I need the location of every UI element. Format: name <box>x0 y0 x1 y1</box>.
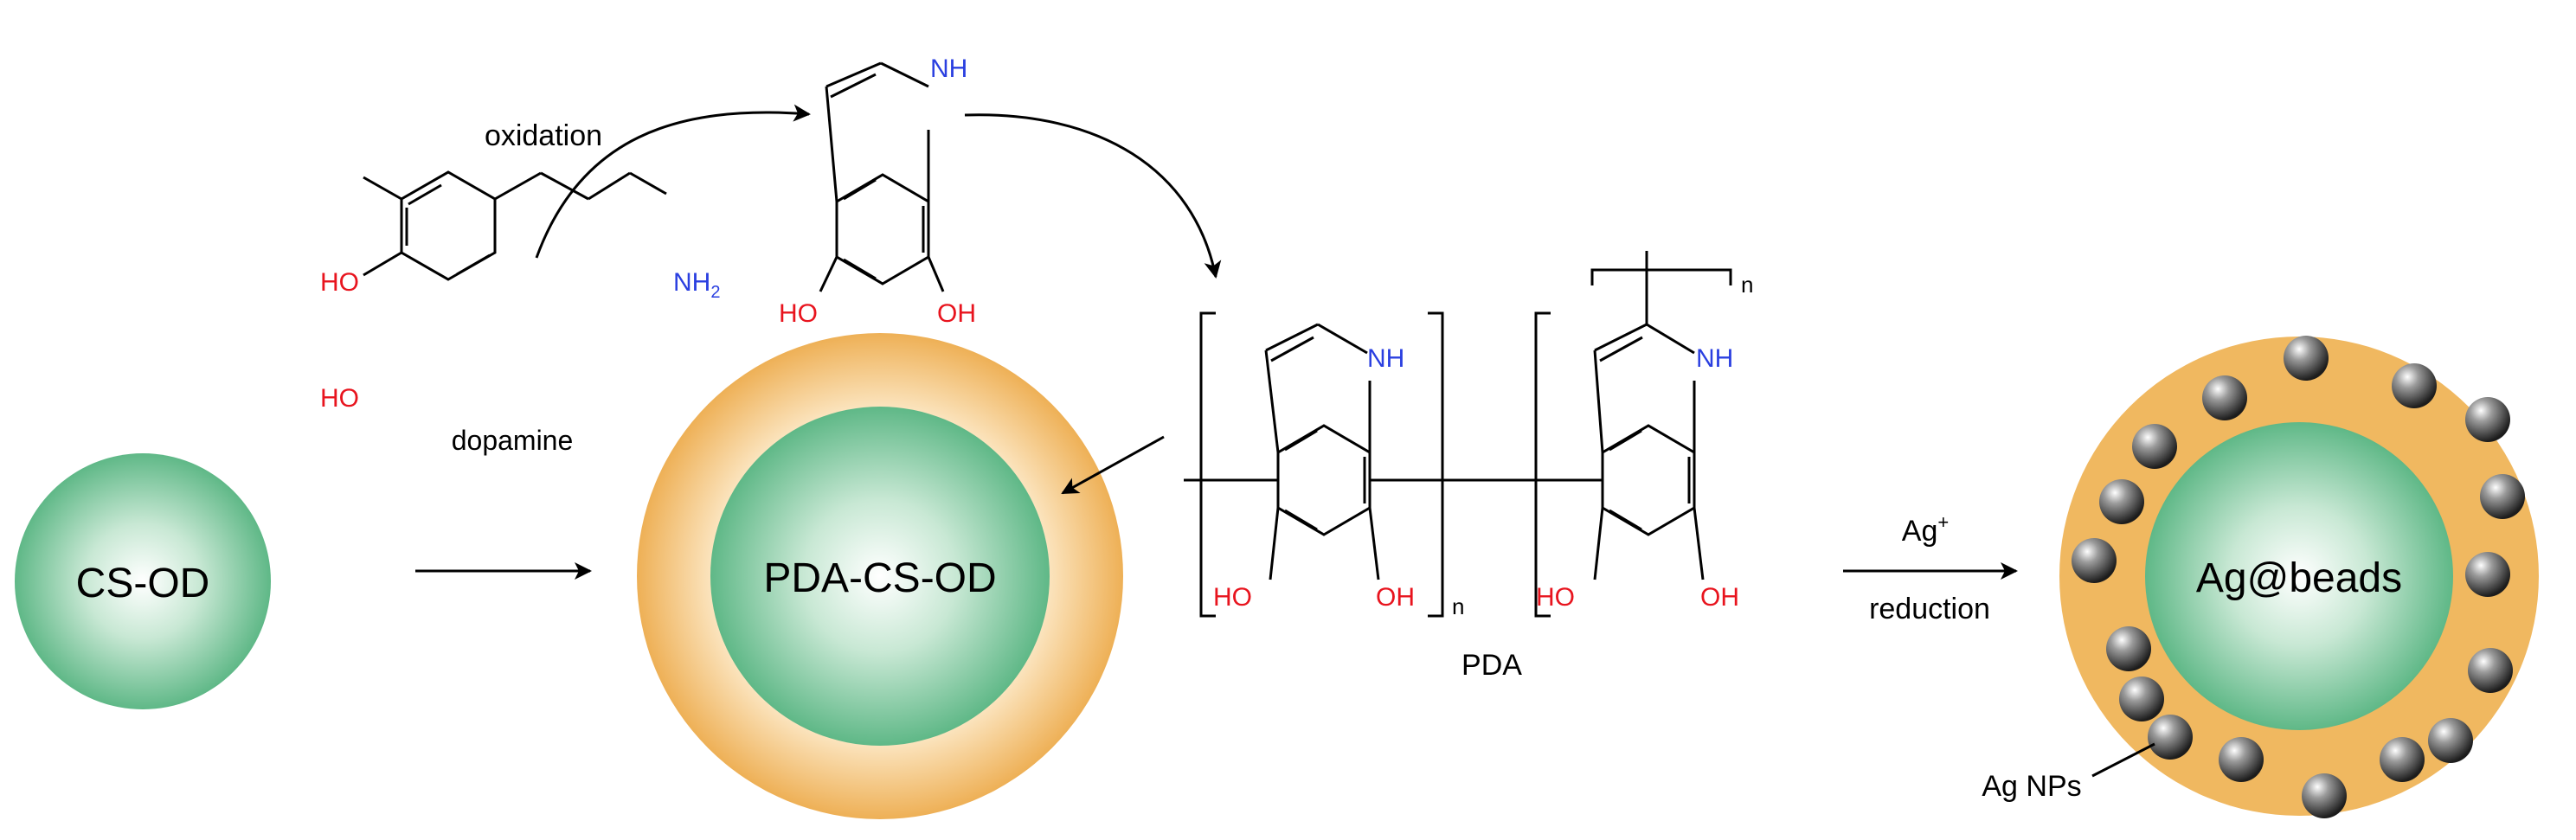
pda-unit1-oh: OH <box>1376 583 1415 612</box>
ag-nanoparticle <box>2284 336 2329 381</box>
ag-nanoparticle <box>2468 648 2513 693</box>
dhi-nh: NH <box>930 55 967 83</box>
ag-nanoparticle <box>2465 552 2510 597</box>
pda-unit-2 <box>1542 251 1705 580</box>
pda-unit2-ho: HO <box>1536 583 1575 612</box>
pda-unit-1 <box>1184 323 1542 580</box>
ag-nanoparticle <box>2219 737 2264 782</box>
ag-nanoparticle <box>2119 676 2164 721</box>
pda-unit1-n: n <box>1452 593 1464 619</box>
oxidation-label: oxidation <box>485 119 602 152</box>
ag-nanoparticle <box>2392 363 2437 408</box>
pda-unit2-nh: NH <box>1696 344 1733 373</box>
ag-nanoparticle <box>2099 479 2144 524</box>
pda-cs-od-label: PDA-CS-OD <box>763 555 996 601</box>
ag-nanoparticle <box>2072 538 2117 583</box>
pda-unit2-n: n <box>1741 272 1753 298</box>
ag-nanoparticle <box>2148 715 2193 760</box>
ag-beads-bead: Ag@beads <box>2059 336 2539 818</box>
ag-nanoparticle <box>2106 626 2151 671</box>
polymerization-arrow <box>964 113 1222 279</box>
ag-nanoparticles <box>2072 336 2525 818</box>
dhi-ho: HO <box>779 299 818 328</box>
dopamine-molecule <box>363 170 667 281</box>
reduction-label: reduction <box>1869 593 1990 625</box>
ag-nanoparticle <box>2465 397 2510 442</box>
pda-cs-od-core <box>710 407 1050 746</box>
ag-nanoparticle <box>2302 773 2347 818</box>
ag-core <box>2145 422 2453 730</box>
pda-brackets-1 <box>1199 311 1444 618</box>
pda-unit1-ho: HO <box>1213 583 1252 612</box>
dihydroxyindole-molecule <box>819 61 945 292</box>
cs-od-bead: CS-OD <box>15 453 271 709</box>
ag-beads-label: Ag@beads <box>2196 555 2402 601</box>
ag-nps-label: Ag NPs <box>1982 770 2081 803</box>
pda-cs-od-bead: PDA-CS-OD <box>637 333 1123 819</box>
ag-nanoparticle <box>2428 718 2473 763</box>
dopamine-name: dopamine <box>452 425 574 456</box>
pda-to-bead-arrow <box>1061 435 1165 495</box>
cs-od-core <box>15 453 271 709</box>
ag-nanoparticle <box>2380 737 2425 782</box>
pda-label: PDA <box>1461 649 1522 682</box>
ag-nanoparticle <box>2480 474 2525 519</box>
dopamine-nh2: NH2 <box>673 268 720 302</box>
pda-unit2-oh: OH <box>1700 583 1739 612</box>
oxidation-arrow <box>535 104 811 259</box>
dhi-oh: OH <box>937 299 976 328</box>
pda-brackets-2 <box>1534 268 1732 618</box>
dopamine-ho-top: HO <box>320 268 359 297</box>
ag-nps-pointer <box>2091 742 2155 778</box>
ag-nanoparticle <box>2132 424 2177 469</box>
pda-unit1-nh: NH <box>1367 344 1404 373</box>
ag-ion-label: Ag+ <box>1902 511 1949 548</box>
dopamine-ho-bottom: HO <box>320 384 359 413</box>
cs-od-label: CS-OD <box>76 561 210 606</box>
ag-nanoparticle <box>2202 375 2247 420</box>
